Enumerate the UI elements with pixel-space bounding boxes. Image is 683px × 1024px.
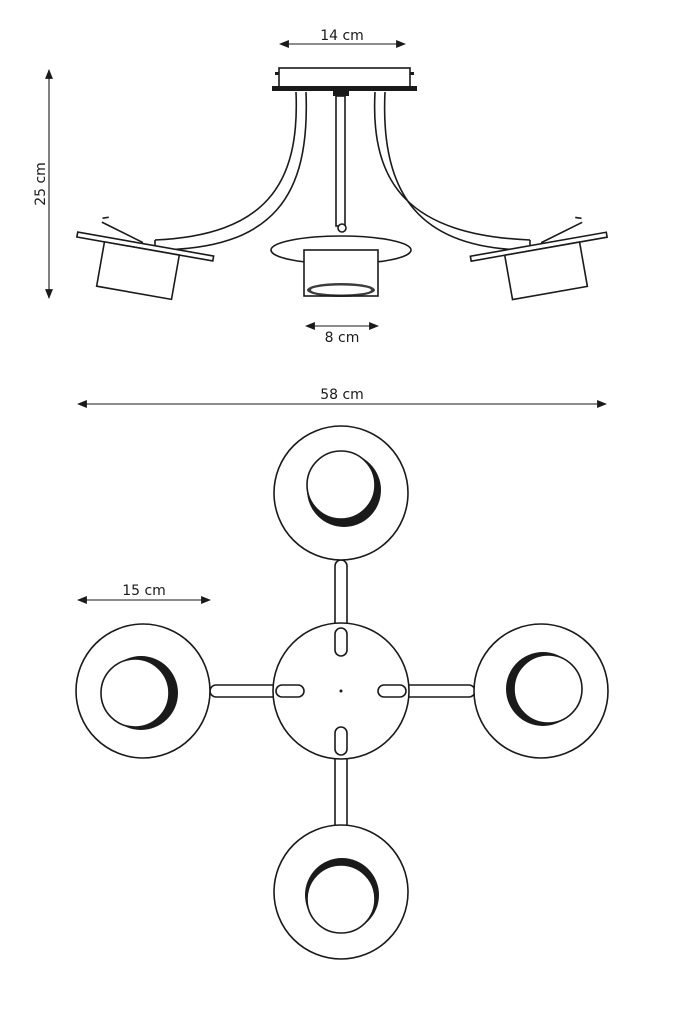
right-lamp-side [469,216,609,301]
dimension-shade-diameter: 8 cm [305,322,379,346]
dimension-disc-diameter: 15 cm [77,583,211,604]
center-lamp-side [270,235,412,297]
lamp-right [473,623,609,759]
lamp-top [273,425,409,561]
top-view: 58 cm 15 cm [75,387,609,960]
dimension-height: 25 cm [33,69,53,299]
right-arm [373,91,531,251]
center-stem [335,95,347,233]
lamp-left [75,623,211,759]
label-canopy-width: 14 cm [320,28,364,44]
dimension-total-width: 58 cm [77,387,607,408]
dimension-canopy-width: 14 cm [279,28,406,48]
label-height: 25 cm [33,162,49,206]
label-total-width: 58 cm [320,387,364,403]
lamp-bottom [273,824,409,960]
label-disc-diameter: 15 cm [122,583,166,599]
canopy [272,67,417,96]
left-lamp-side [75,216,215,301]
label-shade-diameter: 8 cm [325,330,360,346]
left-arm [154,91,308,251]
side-view: 14 cm 25 cm [33,28,609,346]
top-canopy-disc [272,622,410,760]
